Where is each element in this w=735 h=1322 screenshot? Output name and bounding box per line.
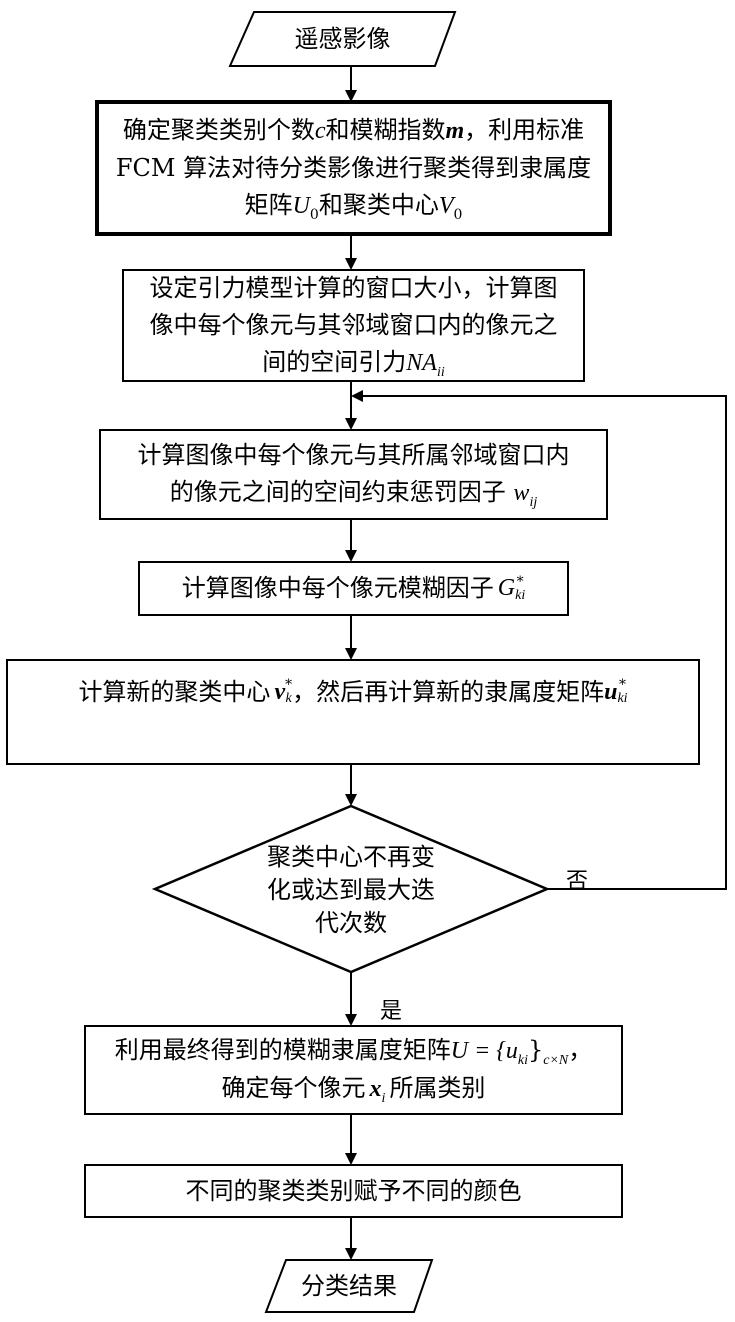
fuzzy-node-text: 计算图像中每个像元模糊因子 G*ki	[140, 563, 567, 614]
window-line-3: 间的空间引力NAii	[262, 344, 444, 382]
penalty-node-text: 计算图像中每个像元与其所属邻域窗口内 的像元之间的空间约束惩罚因子 wij	[101, 431, 606, 518]
var-g-sub: ki	[515, 589, 525, 603]
var-u-expr: U = {u	[451, 1038, 518, 1064]
var-vk-sup: *	[285, 678, 292, 692]
final-text-2b: 所属类别	[389, 1074, 485, 1102]
var-u: U	[293, 193, 310, 219]
penalty-line-2: 的像元之间的空间约束惩罚因子 wij	[170, 474, 537, 512]
final-line-2: 确定每个像元xi所属类别	[222, 1070, 486, 1108]
var-u-expr-close: }	[528, 1036, 543, 1064]
fuzzy-text: 计算图像中每个像元模糊因子	[182, 570, 494, 607]
init-line-1: 确定聚类类别个数c和模糊指数m，利用标准	[123, 112, 584, 150]
init-node-text: 确定聚类类别个数c和模糊指数m，利用标准 FCM 算法对待分类影像进行聚类得到隶…	[99, 104, 608, 232]
end-node-label: 分类结果	[301, 1268, 397, 1305]
var-c: c	[315, 118, 326, 144]
var-na: NA	[406, 350, 437, 376]
var-vk-sub: k	[285, 692, 292, 706]
var-x: x	[370, 1076, 382, 1102]
init-text-3b: 和聚类中心	[319, 191, 439, 219]
var-uki-scripts: *ki	[617, 678, 627, 706]
var-u-expr-sub1: ki	[518, 1053, 528, 1068]
decision-node-text: 聚类中心不再变 化或达到最大迭 代次数	[230, 840, 472, 940]
var-na-sub: ii	[437, 364, 445, 379]
var-v-sub: 0	[454, 206, 463, 222]
window-text-3a: 间的空间引力	[262, 348, 406, 376]
var-v: V	[439, 193, 454, 219]
final-text-1-tail: ，	[568, 1036, 592, 1064]
var-g-sup: *	[515, 575, 525, 589]
var-vk: v	[274, 674, 285, 711]
update-text-b: ，然后再计算新的隶属度矩阵	[292, 674, 604, 711]
init-text-1a: 确定聚类类别个数	[123, 116, 315, 144]
end-node-text: 分类结果	[266, 1260, 432, 1312]
final-node-text: 利用最终得到的模糊隶属度矩阵U = {uki}c×N， 确定每个像元xi所属类别	[86, 1027, 621, 1113]
var-w: w	[513, 480, 529, 506]
var-x-sub: i	[382, 1091, 386, 1106]
var-u-expr-sub2: c×N	[543, 1053, 568, 1068]
edge-label-yes: 是	[380, 993, 402, 1025]
var-m: m	[445, 118, 464, 144]
var-g: G	[498, 570, 515, 607]
edge-label-no: 否	[566, 863, 588, 895]
init-text-1c: ，利用标准	[464, 116, 584, 144]
var-uki-sup: *	[617, 678, 627, 692]
update-node-text: 计算新的聚类中心 v*k，然后再计算新的隶属度矩阵u*ki	[8, 662, 698, 722]
start-node-text: 遥感影像	[230, 12, 455, 66]
decision-line-3: 代次数	[315, 907, 387, 940]
final-text-2a: 确定每个像元	[222, 1074, 366, 1102]
decision-line-2: 化或达到最大迭	[267, 874, 435, 907]
penalty-line-1: 计算图像中每个像元与其所属邻域窗口内	[138, 437, 570, 474]
final-text-1a: 利用最终得到的模糊隶属度矩阵	[115, 1036, 451, 1064]
var-w-sub: ij	[529, 495, 537, 510]
var-uki-sub: ki	[617, 692, 627, 706]
penalty-text-2a: 的像元之间的空间约束惩罚因子	[170, 478, 506, 506]
update-text-a: 计算新的聚类中心	[78, 674, 270, 711]
window-line-2: 像中每个像元与其邻域窗口内的像元之	[150, 307, 558, 344]
color-text: 不同的聚类类别赋予不同的颜色	[186, 1173, 522, 1210]
color-node-text: 不同的聚类类别赋予不同的颜色	[86, 1166, 621, 1216]
init-text-3a: 矩阵	[245, 191, 293, 219]
window-node-text: 设定引力模型计算的窗口大小，计算图 像中每个像元与其邻域窗口内的像元之 间的空间…	[124, 271, 583, 380]
var-uki: u	[604, 674, 617, 711]
init-line-3: 矩阵U0和聚类中心V0	[245, 187, 463, 225]
init-line-2: FCM 算法对待分类影像进行聚类得到隶属度	[116, 150, 591, 187]
window-line-1: 设定引力模型计算的窗口大小，计算图	[150, 270, 558, 307]
var-g-scripts: *ki	[515, 575, 525, 603]
init-text-1b: 和模糊指数	[325, 116, 445, 144]
start-node-label: 遥感影像	[295, 21, 391, 58]
final-line-1: 利用最终得到的模糊隶属度矩阵U = {uki}c×N，	[115, 1032, 593, 1070]
decision-line-1: 聚类中心不再变	[267, 841, 435, 874]
var-u-sub: 0	[310, 206, 319, 222]
var-vk-scripts: *k	[285, 678, 292, 706]
